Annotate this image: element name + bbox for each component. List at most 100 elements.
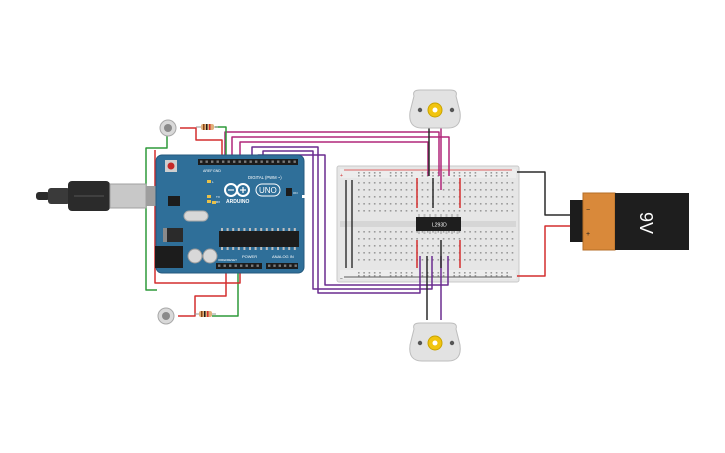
breadboard-hole bbox=[474, 252, 477, 254]
photoresistor-bottom[interactable] bbox=[157, 307, 175, 325]
power-header[interactable] bbox=[216, 263, 262, 269]
breadboard-hole bbox=[490, 245, 493, 247]
breadboard-hole bbox=[405, 210, 408, 212]
breadboard-hole bbox=[442, 196, 445, 198]
chip-leg bbox=[243, 228, 246, 231]
rail-hole bbox=[464, 172, 466, 174]
header-pin bbox=[260, 160, 263, 163]
rail-hole bbox=[485, 172, 487, 174]
breadboard-hole bbox=[384, 259, 387, 261]
breadboard-hole bbox=[384, 210, 387, 212]
breadboard-hole bbox=[453, 210, 455, 212]
usb-chip bbox=[168, 196, 180, 206]
breadboard-hole bbox=[458, 210, 461, 212]
breadboard-hole bbox=[495, 189, 498, 191]
breadboard-hole bbox=[490, 238, 493, 240]
breadboard-hole bbox=[469, 203, 471, 205]
breadboard-hole bbox=[453, 196, 455, 198]
header-pin bbox=[227, 160, 230, 163]
breadboard-hole bbox=[506, 259, 508, 261]
breadboard-hole bbox=[506, 210, 508, 212]
header-pin bbox=[266, 160, 269, 163]
breadboard-hole bbox=[479, 238, 482, 240]
rail-hole bbox=[358, 272, 360, 274]
breadboard-hole bbox=[485, 210, 487, 212]
wire-battery-minus bbox=[517, 171, 572, 216]
reset-button-cap[interactable] bbox=[167, 162, 175, 170]
power-jack[interactable] bbox=[155, 246, 183, 268]
dc-motor-bottom[interactable] bbox=[409, 322, 461, 362]
breadboard-hole bbox=[400, 196, 402, 198]
arduino-uno-board[interactable]: DIGITAL (PWM ~) AREF GND ARDUINO UNO L T… bbox=[155, 154, 305, 274]
breadboard-hole bbox=[474, 189, 477, 191]
breadboard-hole bbox=[373, 231, 376, 233]
l293d-chip[interactable]: L293D bbox=[416, 214, 461, 234]
breadboard-hole bbox=[411, 259, 413, 261]
breadboard-hole bbox=[405, 203, 408, 205]
breadboard-hole bbox=[437, 259, 440, 261]
chip-leg bbox=[254, 247, 257, 250]
resistor-top[interactable] bbox=[196, 124, 218, 130]
breadboard-hole bbox=[442, 245, 445, 247]
analog-header[interactable] bbox=[266, 263, 298, 269]
breadboard-hole bbox=[416, 210, 418, 212]
header-pin bbox=[211, 160, 214, 163]
resistor-bottom[interactable] bbox=[194, 311, 216, 317]
breadboard-hole bbox=[479, 189, 482, 191]
breadboard-hole bbox=[495, 252, 498, 254]
wire-magenta-3 bbox=[239, 141, 429, 176]
breadboard-hole bbox=[474, 203, 477, 205]
chip-leg bbox=[237, 228, 240, 231]
rail-hole bbox=[501, 175, 503, 177]
breadboard-hole bbox=[495, 245, 498, 247]
breadboard-hole bbox=[400, 238, 402, 240]
breadboard-hole bbox=[368, 238, 371, 240]
photoresistor-top[interactable] bbox=[159, 119, 177, 137]
breadboard-hole bbox=[426, 196, 429, 198]
breadboard-hole bbox=[379, 231, 381, 233]
chip-leg bbox=[418, 231, 420, 234]
rail-hole bbox=[358, 175, 360, 177]
digital-header[interactable] bbox=[198, 159, 298, 165]
breadboard-hole bbox=[485, 259, 487, 261]
breadboard-hole bbox=[389, 238, 392, 240]
breadboard-hole bbox=[389, 259, 392, 261]
breadboard-hole bbox=[358, 259, 360, 261]
chip-leg bbox=[451, 214, 453, 217]
rail-hole bbox=[453, 272, 455, 274]
breadboard-hole bbox=[405, 259, 408, 261]
header-pin bbox=[288, 160, 291, 163]
dc-motor-top[interactable] bbox=[409, 89, 461, 129]
breadboard-hole bbox=[511, 210, 514, 212]
rail-hole bbox=[405, 172, 408, 174]
rail-hole bbox=[490, 172, 493, 174]
motor-shaft-icon bbox=[432, 107, 438, 113]
breadboard-hole bbox=[469, 245, 471, 247]
battery-9v[interactable]: − + 9V bbox=[570, 192, 689, 251]
breadboard-hole bbox=[453, 231, 455, 233]
breadboard-hole bbox=[363, 189, 365, 191]
breadboard-hole bbox=[373, 252, 376, 254]
breadboard-hole bbox=[368, 182, 371, 184]
breadboard-hole bbox=[395, 196, 397, 198]
rail-hole bbox=[442, 172, 445, 174]
header-pin bbox=[229, 264, 232, 267]
breadboard-hole bbox=[363, 203, 365, 205]
rail-hole bbox=[485, 175, 487, 177]
header-pin bbox=[223, 264, 226, 267]
breadboard-hole bbox=[490, 259, 493, 261]
breadboard-hole bbox=[506, 189, 508, 191]
chip-leg bbox=[221, 247, 223, 250]
breadboard-hole bbox=[373, 196, 376, 198]
breadboard-hole bbox=[490, 210, 493, 212]
breadboard-hole bbox=[437, 203, 440, 205]
breadboard-hole bbox=[506, 196, 508, 198]
rail-hole bbox=[437, 275, 440, 277]
header-pin bbox=[245, 264, 248, 267]
rail-hole bbox=[395, 172, 397, 174]
breadboard-hole bbox=[485, 245, 487, 247]
rail-hole bbox=[458, 172, 461, 174]
rail-hole bbox=[474, 175, 477, 177]
wire-magenta-1 bbox=[224, 131, 440, 176]
breadboard-hole bbox=[469, 210, 471, 212]
